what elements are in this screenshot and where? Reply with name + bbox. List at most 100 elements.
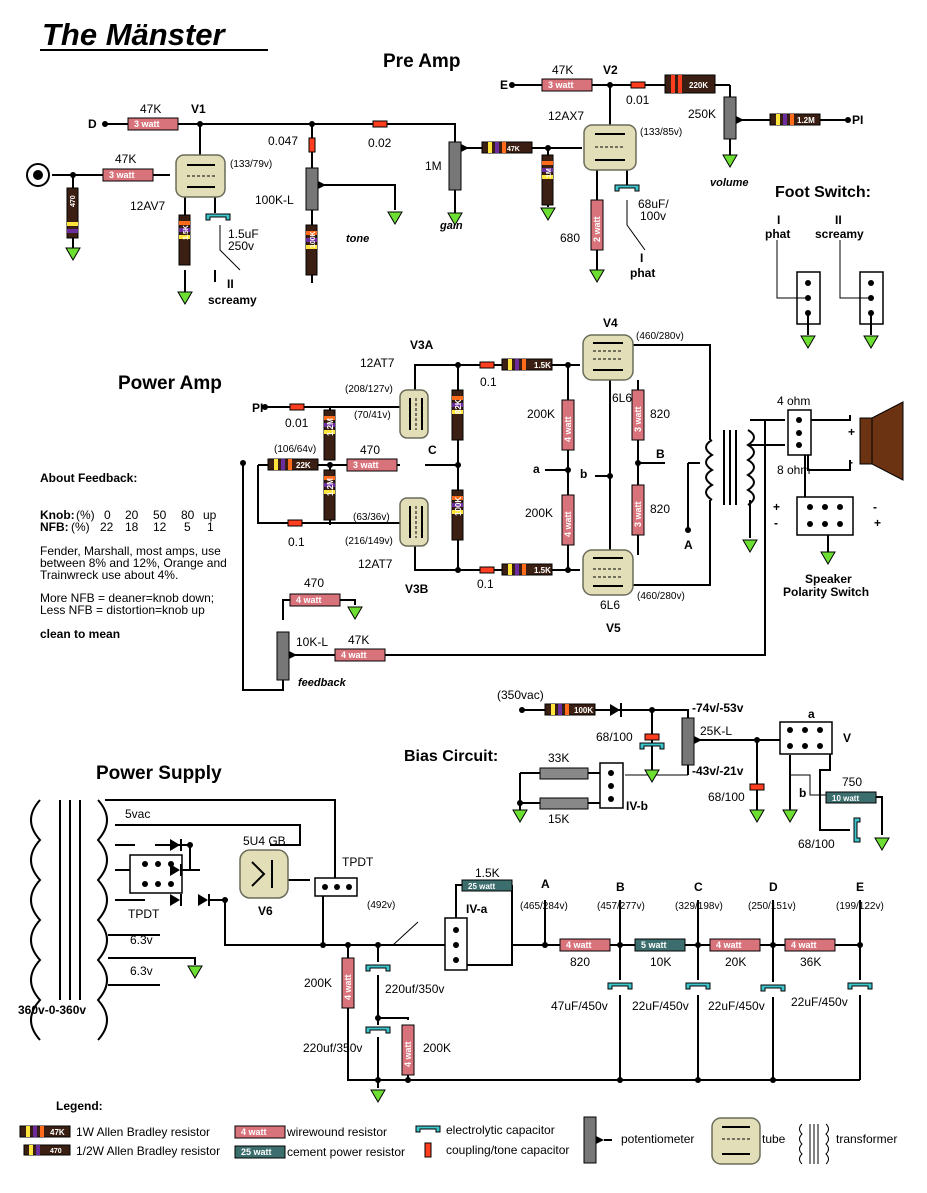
resistor-1-2m-pi: 1.2M [769,113,821,126]
ground-symbol [722,154,738,168]
supply-volts: (457/277v) [597,901,645,912]
bias-heading: Bias Circuit: [404,748,498,765]
filter-cap-22-a [685,982,711,990]
v3b-volts1: (63/36v) [353,512,390,523]
tube-v1 [175,154,226,198]
svg-text:cement power resistor: cement power resistor [287,1145,405,1159]
resistor-1-5k-v1: 1.5K [178,214,191,266]
resistor-820-supply: 4 watt [559,938,611,952]
svg-text:100K: 100K [310,231,317,248]
tube-v6 [239,849,289,899]
node-a-label: a [533,462,540,476]
svg-text:3 watt: 3 watt [633,406,643,432]
tpdt-switch-1[interactable] [129,854,183,894]
resistor-20k-supply: 4 watt [709,938,761,952]
node-a2-label: A [684,538,693,552]
bias-cap-ceramic-2 [749,783,765,791]
switch-iv-b[interactable] [599,762,624,809]
feedback-pot[interactable] [276,631,297,681]
legend-coupling: coupling/tone capacitor [424,1142,569,1158]
tube-v6-label: V6 [258,904,273,918]
svg-text:potentiometer: potentiometer [621,1132,694,1146]
c001-pre-label: 0.01 [626,93,650,107]
coupling-cap-pi [289,403,305,411]
para1-line: Fender, Marshall, most amps, use [40,544,221,558]
r680-label: 680 [560,231,580,245]
svg-text:3 watt: 3 watt [353,460,379,470]
iv-a-label: IV-a [466,902,488,916]
filter-cap-22-c [847,982,873,990]
svg-text:470: 470 [50,1148,62,1155]
supply-volts: (199/122v) [836,901,884,912]
speaker-polarity-switch[interactable] [796,496,854,536]
resistor-47k-input: 3 watt [102,168,154,182]
node-b-label: b [580,467,587,481]
foot-switch-i[interactable] [776,240,821,335]
r15k-supply-label: 1.5K [475,866,500,880]
ground-symbol [177,291,193,305]
resistor-10k-cement: 5 watt [634,938,686,952]
bias-sw-a: a [808,707,815,721]
input-jack[interactable] [26,163,50,187]
svg-text:25 watt: 25 watt [468,882,495,891]
v5-label: V5 [606,621,621,635]
resistor-1-5k-v5: 1.5K [501,563,553,576]
svg-text:25 watt: 25 watt [241,1147,272,1157]
impedance-switch[interactable] [787,409,812,456]
svg-text:4 watt: 4 watt [566,940,592,950]
tpdt-switch-2[interactable] [314,877,358,897]
gain-label: gain [439,220,463,232]
legend-electrolytic: electrolytic capacitor [415,1123,555,1137]
supply-node: D [769,880,778,894]
nfb-val: 1 [207,520,214,534]
rectifier-diodes [170,839,210,906]
switch-ii-label: II [227,277,234,291]
speaker-minus: - [849,455,853,469]
resistor-36k-supply: 4 watt [784,938,836,952]
pot-tone-label: 100K-L [255,193,294,207]
resistor-200k-1: 4 watt [341,957,355,1009]
speaker-icon [859,401,904,481]
svg-text:1.5K: 1.5K [183,225,190,240]
svg-text:3 watt: 3 watt [633,501,643,527]
switch-v[interactable] [779,721,833,755]
coupling-cap-fb [287,519,303,527]
v3a-label: V3A [410,338,434,352]
ground-symbol [863,335,879,349]
resistor-47k-v2: 3 watt [541,78,593,92]
c01a-label: 0.1 [480,375,497,389]
resistor-820-b: 3 watt [631,484,645,536]
knob-unit: (%) [76,508,95,522]
supply-node: C [694,880,703,894]
nfb-label: NFB: [40,520,69,534]
svg-text:47K: 47K [50,1128,65,1137]
foot-switch-ii[interactable] [839,240,884,335]
cap-v1-label: 1.5uF [228,227,259,241]
switch-iv-a[interactable] [444,917,468,971]
v63b-label: 6.3v [130,964,153,978]
supply-node: E [856,880,864,894]
resistor-200k-b: 4 watt [561,494,575,546]
ground-symbol [782,809,798,823]
v3b-volts3: (106/64v) [274,444,316,455]
power-amp-heading: Power Amp [118,373,222,394]
supply-dots [187,842,863,1083]
c002-label: 0.02 [368,136,392,150]
tone-pot[interactable] [305,167,326,211]
cap22a-label: 22uF/450v [632,999,689,1013]
preamp-heading: Pre Amp [383,51,460,72]
svg-text:5 watt: 5 watt [641,940,667,950]
gain-pot[interactable] [448,141,469,191]
resistor-100k-tone: 100K [305,224,318,276]
ground-symbol [387,211,403,225]
volume-pot[interactable] [723,96,744,140]
supply-volts: (250/151v) [748,901,796,912]
coupling-cap-002 [372,120,388,128]
svg-text:4 watt: 4 watt [716,940,742,950]
bias-pot[interactable] [681,717,702,766]
v3b-volts2: (216/149v) [345,536,393,547]
svg-text:3 watt: 3 watt [134,119,160,129]
c68-1-label: 68/100 [596,730,633,744]
bias-v2-label: -43v/-21v [692,764,744,778]
